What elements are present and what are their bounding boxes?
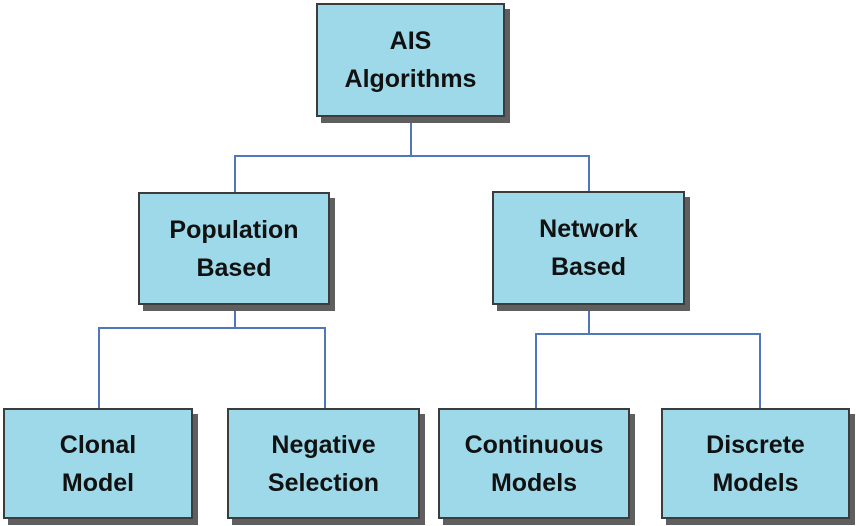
node-clonal-model-line-2: Model xyxy=(61,468,135,497)
node-clonal-model: Clonal Model xyxy=(3,408,193,519)
node-continuous-models-line-1: Continuous xyxy=(464,430,604,459)
connector-to-discrete xyxy=(759,333,761,409)
node-clonal-model-line-1: Clonal xyxy=(59,430,137,459)
node-ais-algorithms-line-1: AIS xyxy=(389,27,432,55)
node-continuous-models: Continuous Models xyxy=(438,408,630,519)
node-negative-selection-line-1: Negative xyxy=(271,430,376,459)
node-population-based: Population Based xyxy=(138,192,330,305)
connector-to-continuous xyxy=(535,333,537,409)
node-ais-algorithms: AIS Algorithms xyxy=(316,3,505,117)
connector-root-down xyxy=(410,116,412,156)
connector-to-clonal xyxy=(98,327,100,409)
node-population-based-line-1: Population xyxy=(169,215,299,244)
connector-network-down xyxy=(588,304,590,334)
node-ais-algorithms-line-2: Algorithms xyxy=(344,65,477,93)
connector-to-network xyxy=(588,155,590,192)
node-population-based-line-2: Based xyxy=(196,253,272,282)
node-network-based-line-1: Network xyxy=(539,215,638,243)
node-negative-selection-line-2: Selection xyxy=(267,468,380,497)
node-continuous-models-line-2: Models xyxy=(490,468,578,497)
node-network-based-line-2: Based xyxy=(550,253,627,281)
connector-population-down xyxy=(234,304,236,328)
node-discrete-models: Discrete Models xyxy=(661,408,850,519)
node-discrete-models-line-2: Models xyxy=(712,468,799,497)
connector-to-population xyxy=(234,155,236,193)
connector-network-bar xyxy=(535,333,761,335)
connector-population-bar xyxy=(98,327,326,329)
node-negative-selection: Negative Selection xyxy=(227,408,420,519)
node-network-based: Network Based xyxy=(492,191,685,305)
node-discrete-models-line-1: Discrete xyxy=(706,430,805,459)
connector-to-negative xyxy=(324,327,326,409)
connector-level1-bar xyxy=(234,155,590,157)
